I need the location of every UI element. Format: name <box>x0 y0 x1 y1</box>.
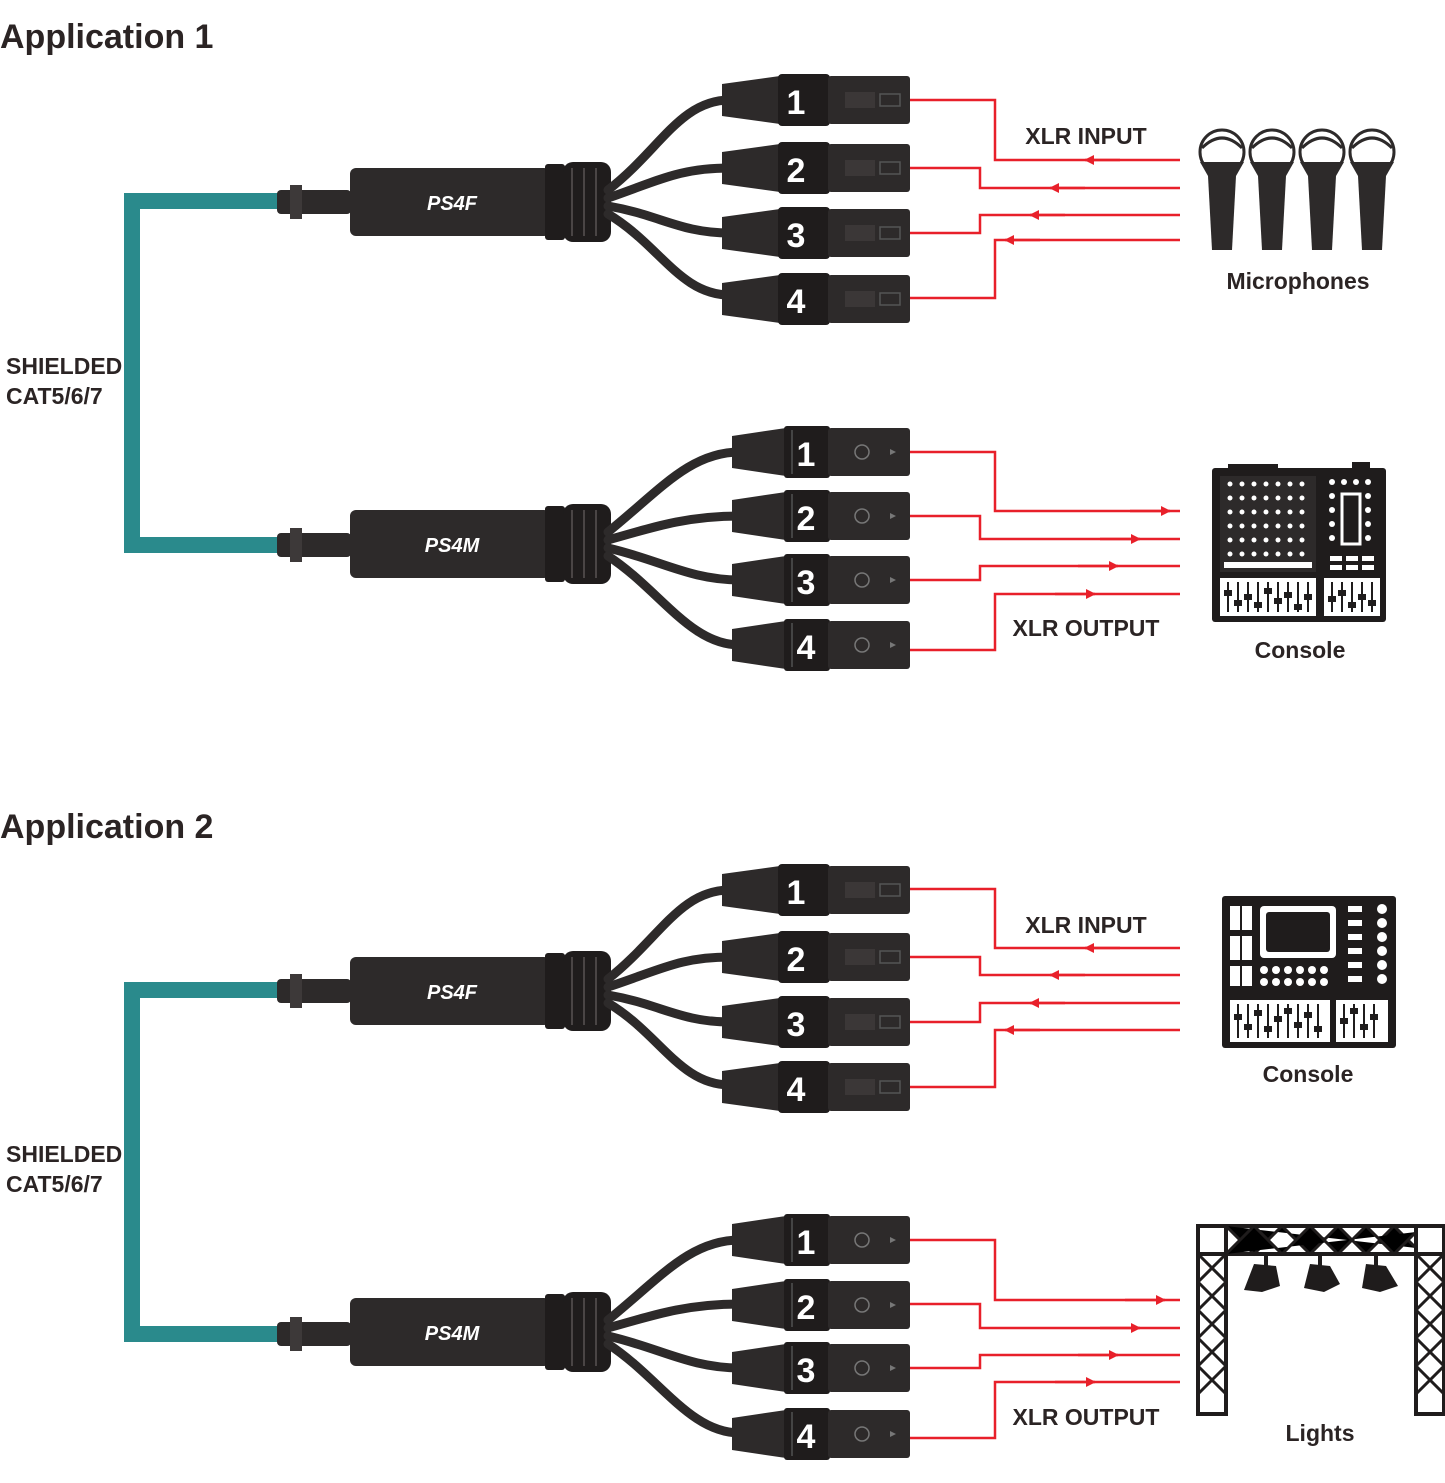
microphones-icon <box>1198 128 1396 250</box>
xlr-male-connector: 1 <box>732 426 910 478</box>
application-title: Application 1 <box>0 18 213 56</box>
xlr-output-label: XLR OUTPUT <box>1013 615 1160 641</box>
channel-number: 1 <box>787 84 806 122</box>
mixing-console-icon <box>1212 462 1386 622</box>
ps4m-box: PS4M <box>350 504 611 584</box>
channel-number: 3 <box>787 217 806 255</box>
mixing-console-icon <box>1222 896 1396 1048</box>
fanout-cables <box>603 447 745 650</box>
xlr-input-label: XLR INPUT <box>1025 123 1146 149</box>
ps4m-label: PS4M <box>425 535 481 557</box>
xlr-female-connector: 3 <box>722 207 910 259</box>
xlr-female-connector: 3 <box>722 996 910 1048</box>
channel-number: 1 <box>797 436 816 474</box>
fanout-cables <box>603 95 735 300</box>
ps4m-box: PS4M <box>350 1292 611 1372</box>
channel-number: 2 <box>787 152 806 190</box>
application-1: Application 1 SHIELDED CAT5/6/7 PS4F <box>0 18 1396 671</box>
xlr-output-label: XLR OUTPUT <box>1013 1404 1160 1430</box>
xlr-input-label: XLR INPUT <box>1025 912 1146 938</box>
output-device-label: Lights <box>1286 1420 1355 1446</box>
input-device-label: Console <box>1263 1061 1354 1087</box>
channel-number: 4 <box>787 283 806 321</box>
channel-number: 3 <box>787 1006 806 1044</box>
xlr-male-connector: 3 <box>732 554 910 606</box>
xlr-female-connector: 4 <box>722 1061 910 1113</box>
xlr-male-connector: 2 <box>732 1279 910 1331</box>
channel-number: 2 <box>797 500 816 538</box>
cable-label-line-2: CAT5/6/7 <box>6 1171 103 1197</box>
xlr-female-connector: 1 <box>722 74 910 126</box>
application-title: Application 2 <box>0 808 213 846</box>
channel-number: 2 <box>797 1289 816 1327</box>
fanout-cables <box>603 885 735 1090</box>
ps4f-label: PS4F <box>427 982 478 1004</box>
xlr-female-connector: 2 <box>722 142 910 194</box>
ps4m-label: PS4M <box>425 1323 481 1345</box>
xlr-female-connector: 1 <box>722 864 910 916</box>
cable-label-line-2: CAT5/6/7 <box>6 383 103 409</box>
input-signal-lines <box>910 887 1180 1089</box>
xlr-male-connector: 3 <box>732 1342 910 1394</box>
rj45-connector <box>277 185 351 219</box>
channel-number: 1 <box>797 1224 816 1262</box>
application-2: Application 2 SHIELDED CAT5/6/7 PS4F <box>0 808 1445 1460</box>
output-device-label: Console <box>1255 637 1346 663</box>
xlr-male-connector: 1 <box>732 1214 910 1266</box>
shielded-cable <box>124 193 282 553</box>
output-signal-lines <box>910 450 1180 652</box>
ps4f-box: PS4F <box>350 951 611 1031</box>
xlr-male-connector: 4 <box>732 1408 910 1460</box>
xlr-male-connector: 2 <box>732 490 910 542</box>
stage-lights-truss-icon <box>1196 1223 1445 1416</box>
input-signal-lines <box>910 98 1180 300</box>
cable-label-line-1: SHIELDED <box>6 353 122 379</box>
rj45-connector <box>277 1317 351 1351</box>
xlr-male-connector: 4 <box>732 619 910 671</box>
channel-number: 4 <box>797 629 816 667</box>
rj45-connector <box>277 974 351 1008</box>
channel-number: 3 <box>797 564 816 602</box>
channel-number: 2 <box>787 941 806 979</box>
cable-label-line-1: SHIELDED <box>6 1141 122 1167</box>
channel-number: 3 <box>797 1352 816 1390</box>
channel-number: 1 <box>787 874 806 912</box>
input-device-label: Microphones <box>1226 268 1369 294</box>
channel-number: 4 <box>797 1418 816 1456</box>
xlr-female-connector: 4 <box>722 273 910 325</box>
xlr-female-connector: 2 <box>722 931 910 983</box>
output-signal-lines <box>910 1238 1180 1440</box>
ps4f-label: PS4F <box>427 193 478 215</box>
rj45-connector <box>277 528 351 562</box>
fanout-cables <box>603 1235 745 1438</box>
channel-number: 4 <box>787 1071 806 1109</box>
shielded-cable <box>124 982 282 1342</box>
ps4f-box: PS4F <box>350 162 611 242</box>
